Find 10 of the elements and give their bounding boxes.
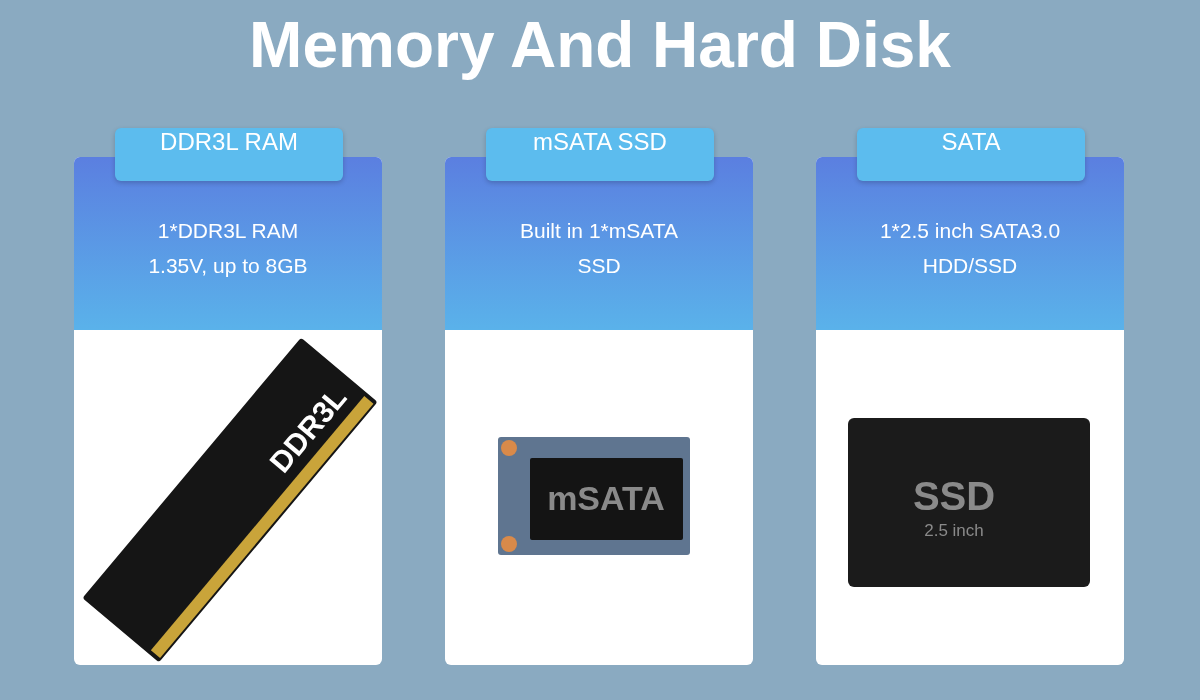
spec-text: 1*DDR3L RAM 1.35V, up to 8GB xyxy=(147,218,309,279)
card-tab: SATA xyxy=(857,128,1085,181)
page-title: Memory And Hard Disk xyxy=(248,8,952,82)
card-tab: mSATA SSD xyxy=(486,128,714,181)
spec-text: 1*2.5 inch SATA3.0 HDD/SSD xyxy=(878,218,1062,279)
card-tab: DDR3L RAM xyxy=(115,128,343,181)
module-marking: mSATA xyxy=(547,479,665,517)
drive-marking: SSD xyxy=(912,474,996,518)
drive-marking: 2.5 inch xyxy=(924,521,984,540)
spec-text: Built in 1*mSATA SSD xyxy=(519,218,679,279)
